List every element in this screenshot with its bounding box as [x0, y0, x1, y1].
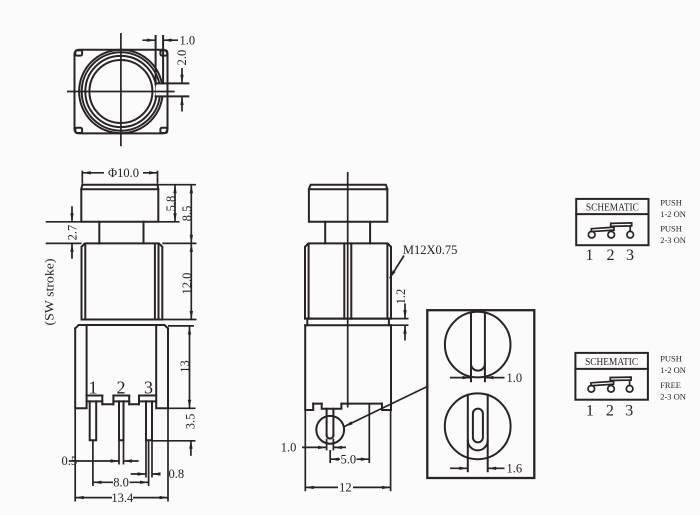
svg-text:PUSH: PUSH [660, 224, 682, 234]
svg-text:Φ10.0: Φ10.0 [108, 166, 139, 180]
svg-text:3: 3 [144, 378, 153, 398]
svg-text:8.5: 8.5 [180, 206, 194, 222]
svg-text:2: 2 [607, 247, 615, 264]
svg-text:0.8: 0.8 [169, 467, 185, 481]
svg-text:1: 1 [586, 247, 594, 264]
svg-text:1-2 ON: 1-2 ON [660, 209, 686, 219]
svg-text:1: 1 [586, 403, 594, 420]
svg-text:1: 1 [89, 378, 98, 398]
svg-text:1.6: 1.6 [507, 462, 523, 476]
svg-text:2.0: 2.0 [175, 50, 189, 66]
svg-text:1-2 ON: 1-2 ON [660, 365, 686, 375]
svg-text:2: 2 [117, 378, 126, 398]
svg-text:3: 3 [626, 247, 634, 264]
svg-text:PUSH: PUSH [660, 197, 682, 207]
svg-text:SCHEMATIC: SCHEMATIC [585, 356, 638, 368]
svg-text:2.7: 2.7 [66, 225, 80, 241]
svg-text:2-3 ON: 2-3 ON [660, 235, 686, 245]
svg-text:1.0: 1.0 [180, 33, 196, 47]
svg-text:M12X0.75: M12X0.75 [403, 243, 458, 257]
svg-text:1.2: 1.2 [394, 289, 408, 305]
svg-text:FREE: FREE [660, 380, 681, 390]
svg-text:12: 12 [339, 481, 352, 495]
svg-text:12.0: 12.0 [180, 273, 194, 295]
svg-text:3: 3 [625, 403, 633, 420]
svg-text:PUSH: PUSH [660, 354, 682, 364]
svg-text:1.0: 1.0 [281, 441, 297, 455]
svg-text:13: 13 [178, 360, 192, 373]
svg-text:2-3 ON: 2-3 ON [660, 391, 686, 401]
svg-text:3.5: 3.5 [184, 414, 198, 430]
svg-text:(SW stroke): (SW stroke) [42, 259, 57, 326]
svg-text:5.0: 5.0 [340, 452, 356, 466]
svg-text:0.5: 0.5 [62, 454, 78, 468]
svg-text:2: 2 [606, 403, 614, 420]
svg-text:SCHEMATIC: SCHEMATIC [586, 202, 639, 214]
svg-text:8.0: 8.0 [113, 476, 129, 490]
svg-text:5.8: 5.8 [164, 196, 178, 212]
svg-text:13.4: 13.4 [111, 491, 134, 505]
svg-text:1.0: 1.0 [507, 371, 523, 385]
